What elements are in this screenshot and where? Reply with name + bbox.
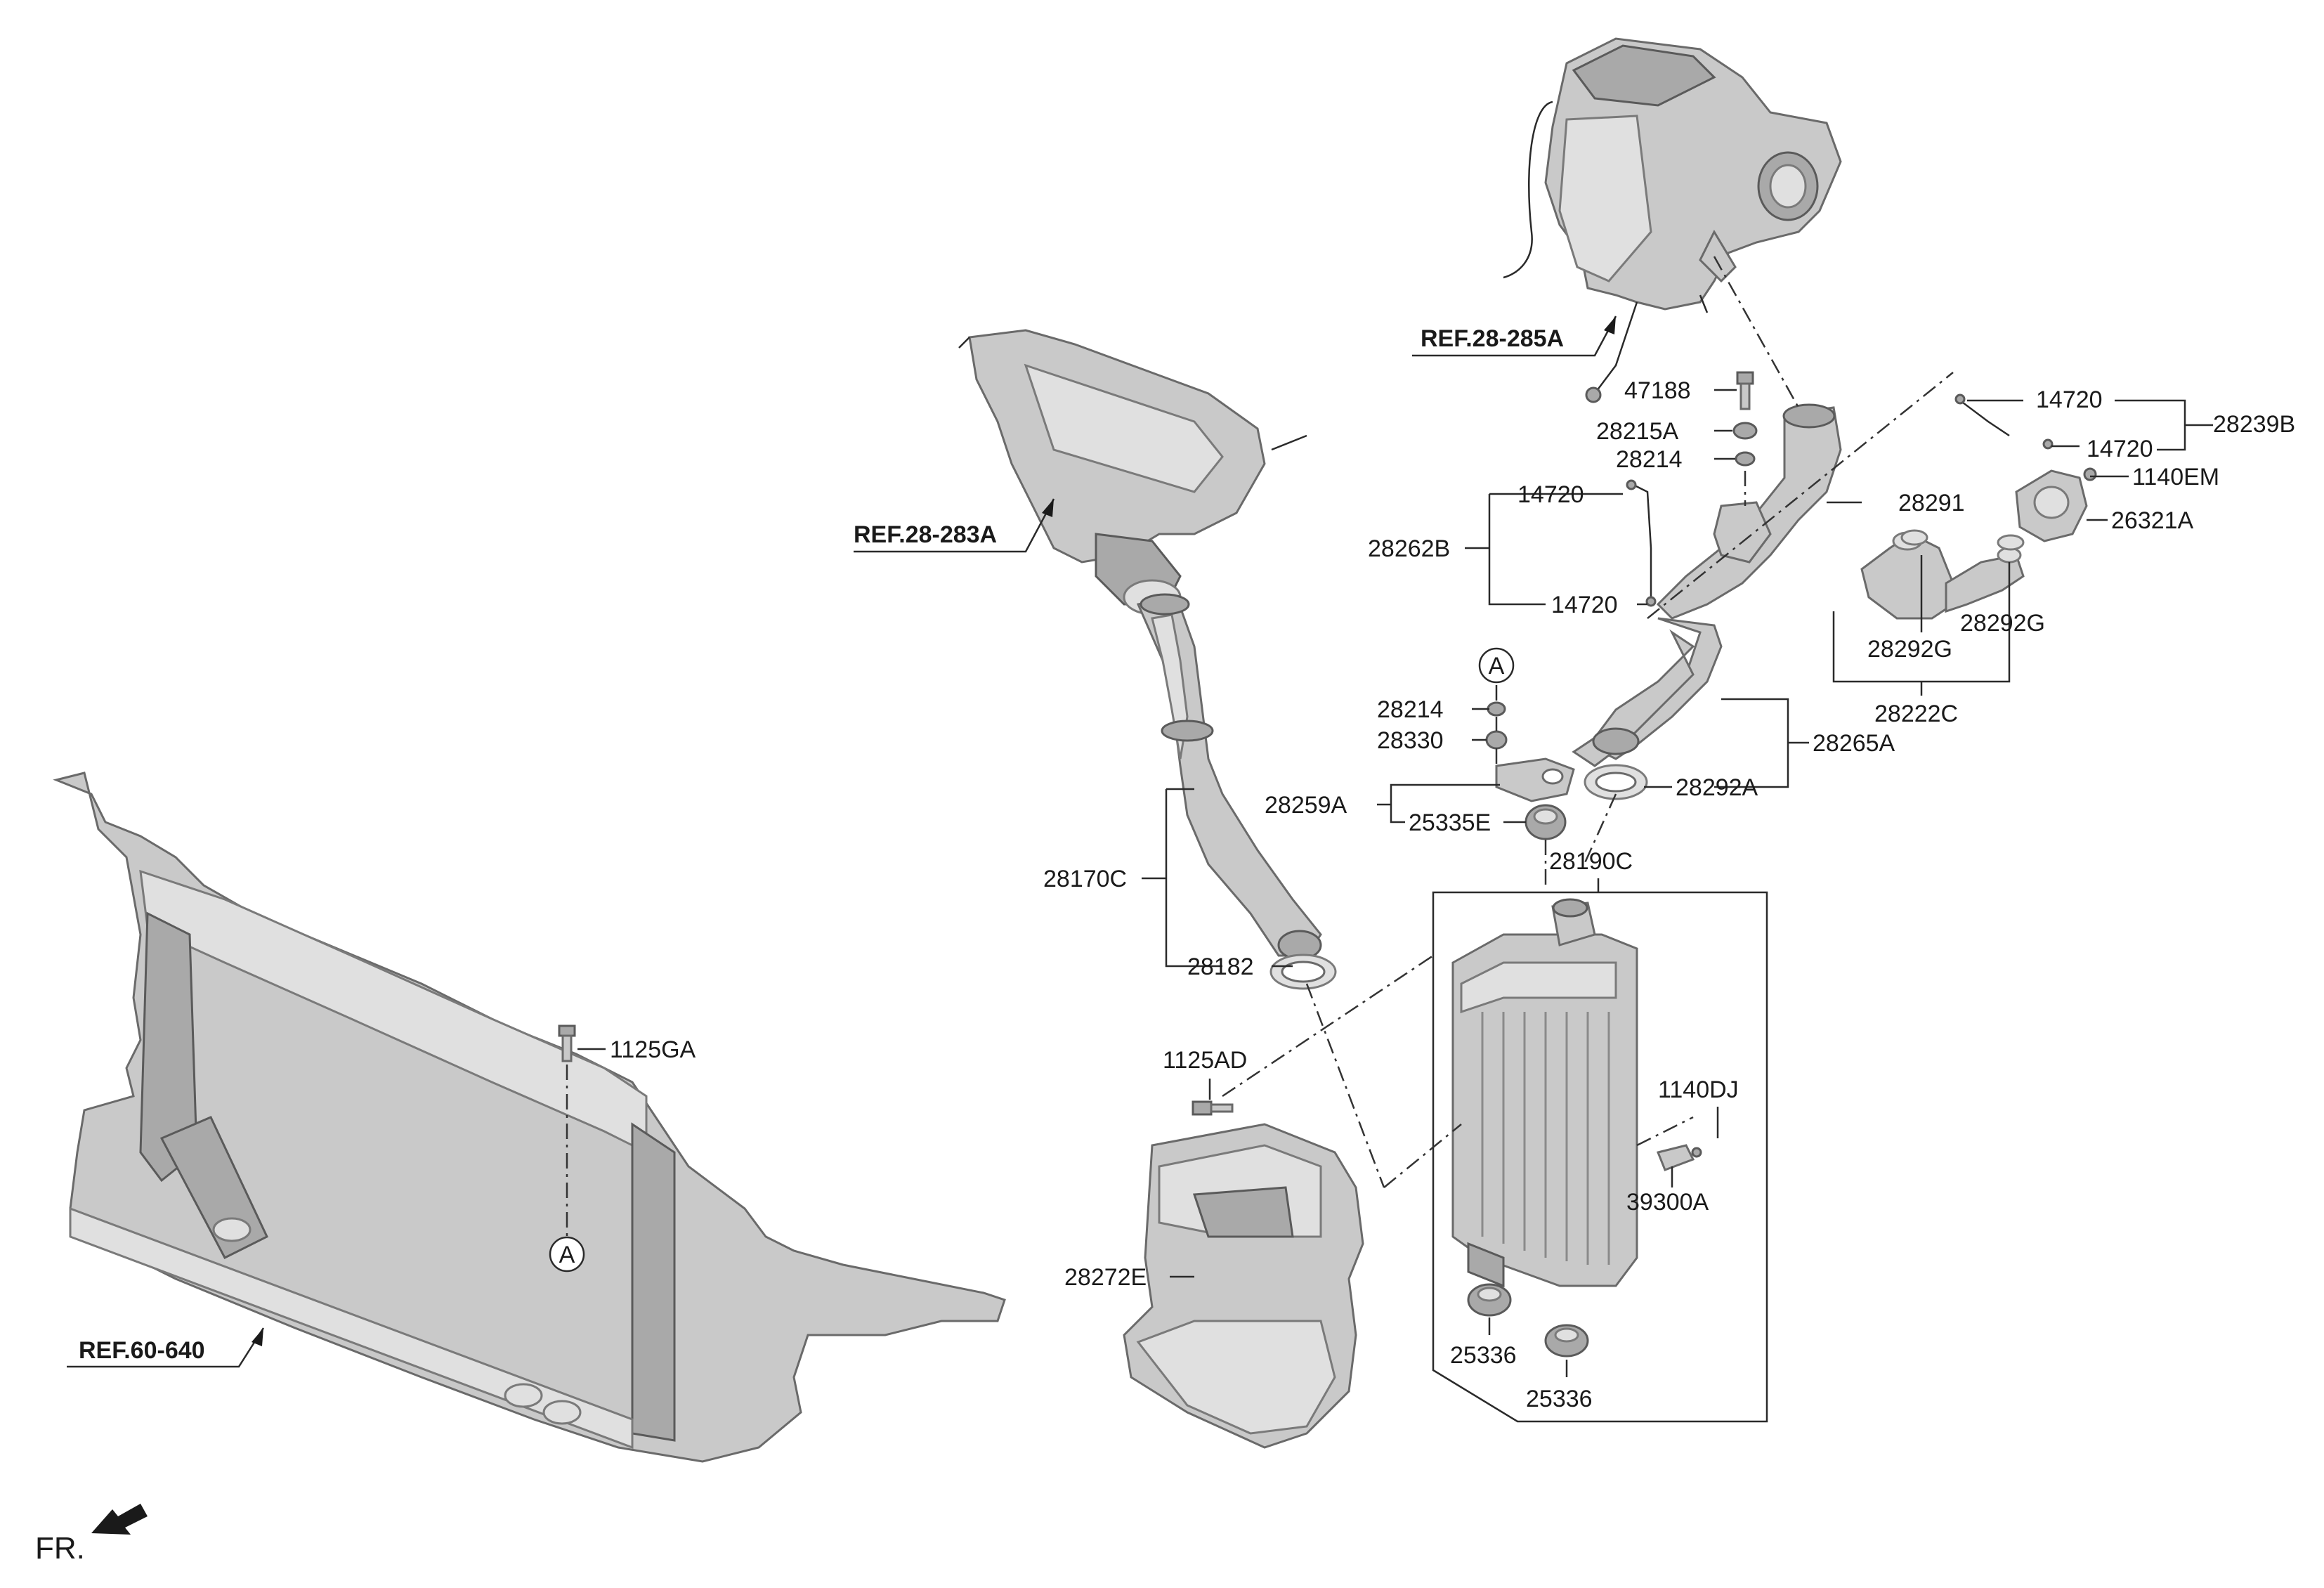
- label-1125ga: 1125GA: [610, 1036, 696, 1063]
- charge-pipe-28265a: [1572, 403, 1842, 767]
- hose-clamp-28292g: [1997, 534, 2025, 551]
- turbocharger-assembly: [1503, 37, 1842, 403]
- leader-lines: [67, 315, 2213, 1377]
- grommet-25335e: [1525, 804, 1567, 840]
- callout-a-bottom-label: A: [559, 1242, 575, 1268]
- label-14720-c: 14720: [1517, 481, 1584, 508]
- label-28222c: 28222C: [1874, 701, 1958, 727]
- callout-a-top-label: A: [1489, 653, 1505, 679]
- front-direction-label: FR.: [35, 1531, 85, 1566]
- valve-26321a: [2015, 467, 2097, 542]
- callout-a-top: A: [1478, 647, 1515, 684]
- label-28330: 28330: [1377, 727, 1444, 754]
- vacuum-hose-28262b: [1626, 479, 1657, 607]
- nut-28214-mid: [1487, 701, 1506, 717]
- charge-air-hose-28170c: [1136, 593, 1322, 961]
- label-28292g-b: 28292G: [1960, 610, 2045, 637]
- label-28265a: 28265A: [1813, 730, 1895, 757]
- label-25336-b: 25336: [1526, 1386, 1593, 1412]
- nut-28214-top: [1735, 451, 1756, 467]
- label-28292g-a: 28292G: [1867, 636, 1952, 663]
- ref-60-640-label: REF.60-640: [79, 1337, 205, 1364]
- label-28262b: 28262B: [1368, 535, 1450, 562]
- label-28214-top: 28214: [1616, 446, 1683, 473]
- bolt-1125ga: [558, 1024, 576, 1062]
- label-28259a: 28259A: [1265, 792, 1347, 819]
- label-25336-a: 25336: [1450, 1342, 1517, 1369]
- label-14720-d: 14720: [1551, 592, 1618, 618]
- hose-clamp-28291: [1900, 529, 1928, 546]
- reference-labels: REF.28-285A REF.28-283A REF.60-640: [79, 325, 1564, 1364]
- intercooler-core: [1481, 1012, 1610, 1265]
- label-1140dj: 1140DJ: [1658, 1076, 1739, 1103]
- pipe-bracket: [1713, 501, 1772, 564]
- label-28190c: 28190C: [1549, 848, 1633, 875]
- label-28215a: 28215A: [1596, 418, 1679, 445]
- mount-25336-a: [1467, 1283, 1512, 1317]
- front-arrow-icon: [91, 1504, 148, 1535]
- label-28182: 28182: [1187, 954, 1254, 980]
- ref-arrowheads: [252, 316, 1616, 1346]
- front-end-module-carrier: [53, 772, 1006, 1463]
- label-25335e: 25335E: [1409, 809, 1491, 836]
- nut-28330: [1485, 730, 1508, 750]
- dashed-connection-lines: [566, 256, 1954, 1237]
- label-1125ad: 1125AD: [1163, 1047, 1247, 1074]
- callout-a-bottom: A: [549, 1236, 585, 1273]
- hose-clamp-28182: [1269, 954, 1337, 990]
- label-47188: 47188: [1624, 377, 1691, 404]
- intake-manifold: [958, 329, 1307, 616]
- label-39300a: 39300A: [1626, 1189, 1709, 1216]
- bolt-1125ad: [1192, 1100, 1234, 1116]
- vacuum-hose-28239b: [1954, 393, 2054, 450]
- bracket-28259a: [1495, 757, 1575, 802]
- label-28214-mid: 28214: [1377, 696, 1444, 723]
- label-26321a: 26321A: [2111, 507, 2194, 534]
- ref-28-283a-label: REF.28-283A: [854, 521, 997, 548]
- nut-28215a: [1732, 422, 1758, 440]
- label-14720-b: 14720: [2087, 436, 2153, 462]
- sensor-39300a: [1656, 1144, 1702, 1171]
- air-guide-28272e: [1123, 1123, 1364, 1449]
- label-28291: 28291: [1898, 490, 1965, 516]
- front-direction-indicator: FR.: [35, 1504, 148, 1566]
- intercooler-28190c: [1432, 891, 1768, 1423]
- part-number-labels: 47188 28215A 28214 14720 14720 28239B 11…: [610, 377, 2295, 1412]
- label-28239b: 28239B: [2213, 411, 2295, 438]
- mount-25336-b: [1544, 1324, 1589, 1358]
- bolt-47188: [1736, 371, 1754, 410]
- bypass-hose-28222c: [1860, 531, 2025, 620]
- label-14720-a: 14720: [2036, 386, 2103, 413]
- ref-28-285a-label: REF.28-285A: [1421, 325, 1564, 352]
- label-28272e: 28272E: [1064, 1264, 1147, 1291]
- hose-clamp-28292a: [1584, 764, 1648, 800]
- label-28170c: 28170C: [1043, 866, 1127, 892]
- label-1140em: 1140EM: [2132, 464, 2219, 490]
- label-28292a: 28292A: [1676, 774, 1758, 801]
